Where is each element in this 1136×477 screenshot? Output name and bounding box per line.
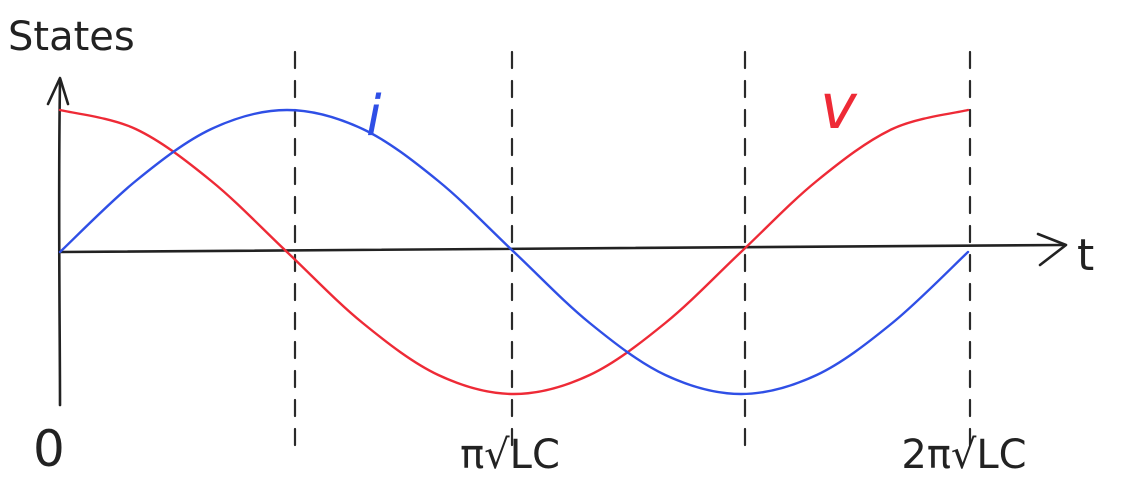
curves	[58, 108, 970, 396]
x-axis	[58, 243, 1065, 254]
y-axis	[57, 80, 62, 407]
series-labels: vi	[366, 70, 858, 149]
x-tick-label-2: π√LC	[460, 432, 560, 477]
x-tick-label-4: 2π√LC	[901, 432, 1026, 477]
x-axis-arrowhead	[1036, 232, 1068, 267]
x-tick-labels: π√LC 2π√LC	[460, 432, 1027, 477]
dashed-guides	[293, 50, 972, 447]
series-line-v	[58, 108, 970, 396]
y-axis-arrowhead	[46, 76, 70, 106]
y-axis-label: States	[8, 14, 135, 60]
series-line-i	[58, 108, 970, 396]
x-axis-label: t	[1077, 230, 1094, 281]
axes	[46, 76, 1068, 407]
series-label-v: v	[820, 70, 858, 143]
labels: States t 0	[8, 14, 1094, 477]
series-label-i: i	[366, 84, 382, 149]
origin-label: 0	[33, 420, 65, 477]
